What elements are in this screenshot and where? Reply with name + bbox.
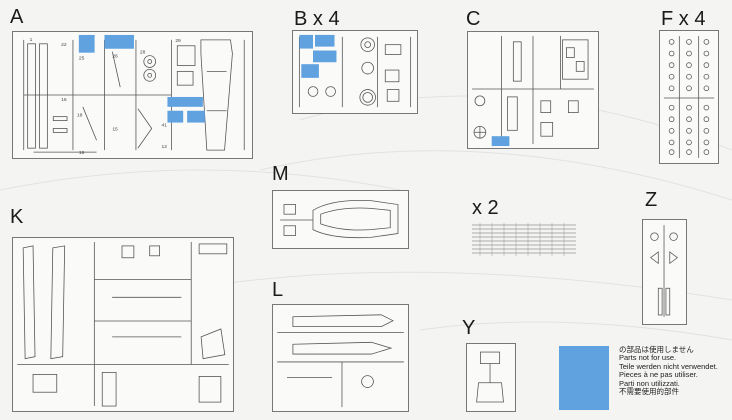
sprue-sheet-z (642, 219, 687, 325)
sheet-label-m: M (272, 163, 289, 185)
note-german: Teile werden nicht verwendet. (619, 361, 718, 371)
svg-text:29: 29 (175, 38, 181, 44)
decal-sheet-label: x 2 (472, 197, 499, 219)
svg-text:16: 16 (79, 150, 85, 156)
sprue-sheet-m (272, 190, 409, 249)
not-used-legend-swatch (559, 346, 609, 410)
sprue-sheet-c (467, 31, 599, 149)
sprue-sheet-l (272, 304, 409, 412)
svg-text:18: 18 (77, 113, 83, 119)
sheet-label-f: F x 4 (661, 8, 706, 30)
sheet-label-a: A (10, 6, 24, 28)
sprue-m-parts (280, 200, 399, 239)
sprue-c-parts (472, 35, 594, 147)
note-english: Parts not for use. (619, 353, 677, 363)
svg-text:22: 22 (61, 42, 67, 48)
sheet-label-k: K (10, 206, 24, 228)
sprue-b-parts (298, 34, 412, 108)
note-japanese: の部品は使用しません (619, 345, 694, 354)
sprue-sheet-f (659, 30, 719, 164)
sprue-l-parts (277, 314, 404, 408)
sprue-sheet-y (466, 343, 516, 412)
not-used-notes: の部品は使用しません Parts not for use. Teile werd… (619, 345, 729, 397)
svg-text:15: 15 (112, 126, 118, 132)
sheet-label-z: Z (645, 189, 658, 211)
sheet-label-y: Y (462, 317, 476, 339)
sprue-sheet-b (292, 30, 418, 114)
svg-text:26: 26 (112, 54, 118, 60)
sprue-f-parts (663, 36, 715, 158)
svg-text:16: 16 (61, 97, 67, 103)
decal-strip (472, 223, 576, 256)
svg-text:25: 25 (79, 56, 85, 62)
sheet-label-l: L (272, 279, 284, 301)
sprue-z-parts (650, 225, 679, 317)
sprue-k-parts (17, 241, 229, 407)
svg-text:41: 41 (162, 123, 168, 129)
sprue-a-parts: 1 22 25 26 28 29 16 18 15 41 12 16 (23, 34, 245, 156)
note-french: Pieces à ne pas utiliser. (619, 370, 698, 380)
note-italian: Parti non utilizzati. (619, 378, 680, 388)
svg-text:28: 28 (140, 50, 146, 56)
sheet-label-b: B x 4 (294, 8, 340, 30)
sprue-y-parts (476, 351, 504, 403)
svg-text:1: 1 (30, 37, 33, 43)
svg-text:12: 12 (162, 144, 168, 150)
sprue-sheet-k (12, 237, 234, 412)
note-chinese: 不需要使用的部件 (619, 387, 679, 397)
sheet-label-c: C (466, 8, 481, 30)
sprue-sheet-a: 1 22 25 26 28 29 16 18 15 41 12 16 (12, 31, 253, 159)
